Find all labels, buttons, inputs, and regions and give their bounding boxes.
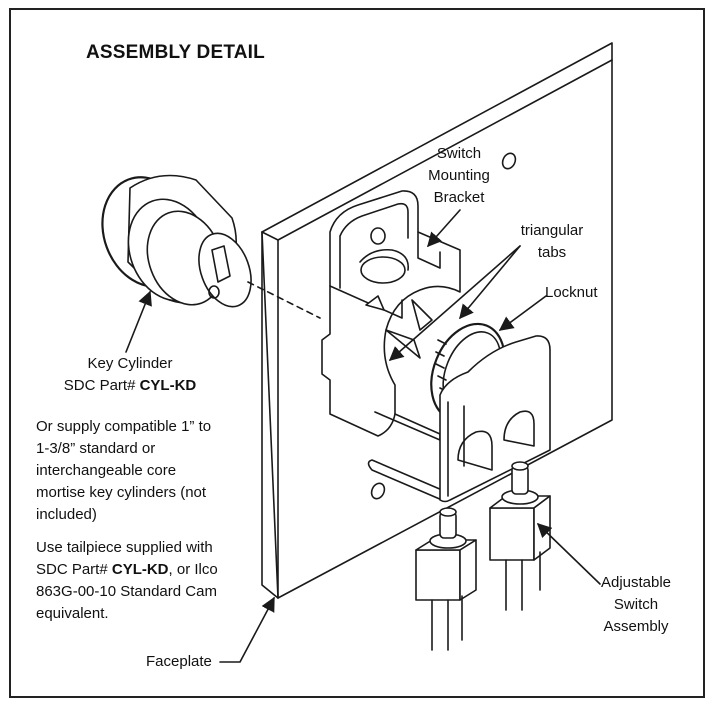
switch-bracket-label-line: Switch bbox=[436, 145, 482, 162]
key-cylinder-label-line: Key Cylinder bbox=[87, 355, 173, 372]
part-prefix: SDC Part# bbox=[36, 561, 112, 578]
supply-note: Or supply compatible 1” to 1-3/8” standa… bbox=[36, 416, 266, 526]
supply-note-line: included) bbox=[36, 506, 97, 523]
tailpiece-note-line: Use tailpiece supplied with bbox=[36, 539, 213, 556]
faceplate-panel bbox=[261, 42, 613, 599]
switch-bracket-label-line: Mounting bbox=[428, 167, 490, 184]
switch-bracket-label-line: Bracket bbox=[433, 189, 485, 206]
key-cylinder-label: Key Cylinder SDC Part# CYL-KD bbox=[50, 353, 210, 397]
page-title: ASSEMBLY DETAIL bbox=[86, 42, 265, 63]
locknut-assembly bbox=[385, 299, 551, 503]
triangular-tabs-label-line: tabs bbox=[537, 244, 567, 261]
adjustable-switch-label-line: Assembly bbox=[603, 618, 669, 635]
triangular-tabs-label-line: triangular bbox=[520, 222, 584, 239]
tailpiece-note: Use tailpiece supplied with SDC Part# CY… bbox=[36, 537, 268, 625]
triangular-tabs-label: triangular tabs bbox=[506, 220, 598, 264]
diagram-frame bbox=[9, 8, 705, 698]
key-cylinder bbox=[101, 174, 321, 319]
leader-lines bbox=[125, 209, 601, 663]
supply-note-line: Or supply compatible 1” to bbox=[36, 418, 212, 435]
switch-bracket-label: Switch Mounting Bracket bbox=[406, 143, 512, 209]
key-cylinder-part-line: SDC Part# CYL-KD bbox=[50, 375, 210, 397]
adjustable-switch-label: Adjustable Switch Assembly bbox=[586, 572, 686, 638]
tailpiece-note-line: equivalent. bbox=[36, 605, 109, 622]
part-number: CYL-KD bbox=[139, 377, 197, 394]
supply-note-line: mortise key cylinders (not bbox=[36, 484, 207, 501]
switch-mounting-bracket bbox=[321, 190, 461, 501]
part-prefix: SDC Part# bbox=[63, 377, 140, 394]
adjustable-switch-label-line: Adjustable bbox=[600, 574, 672, 591]
supply-note-line: interchangeable core bbox=[36, 462, 177, 479]
part-number: CYL-KD bbox=[111, 561, 169, 578]
tailpiece-note-line: SDC Part# CYL-KD, or Ilco bbox=[36, 559, 268, 581]
adjustable-switch-label-line: Switch bbox=[613, 596, 659, 613]
tailpiece-note-line: 863G-00-10 Standard Cam bbox=[36, 583, 217, 600]
adjustable-switches bbox=[415, 461, 551, 651]
faceplate-label: Faceplate bbox=[146, 653, 212, 670]
supply-note-line: 1-3/8” standard or bbox=[36, 440, 156, 457]
part-suffix: , or Ilco bbox=[168, 561, 218, 578]
locknut-label: Locknut bbox=[545, 284, 598, 301]
